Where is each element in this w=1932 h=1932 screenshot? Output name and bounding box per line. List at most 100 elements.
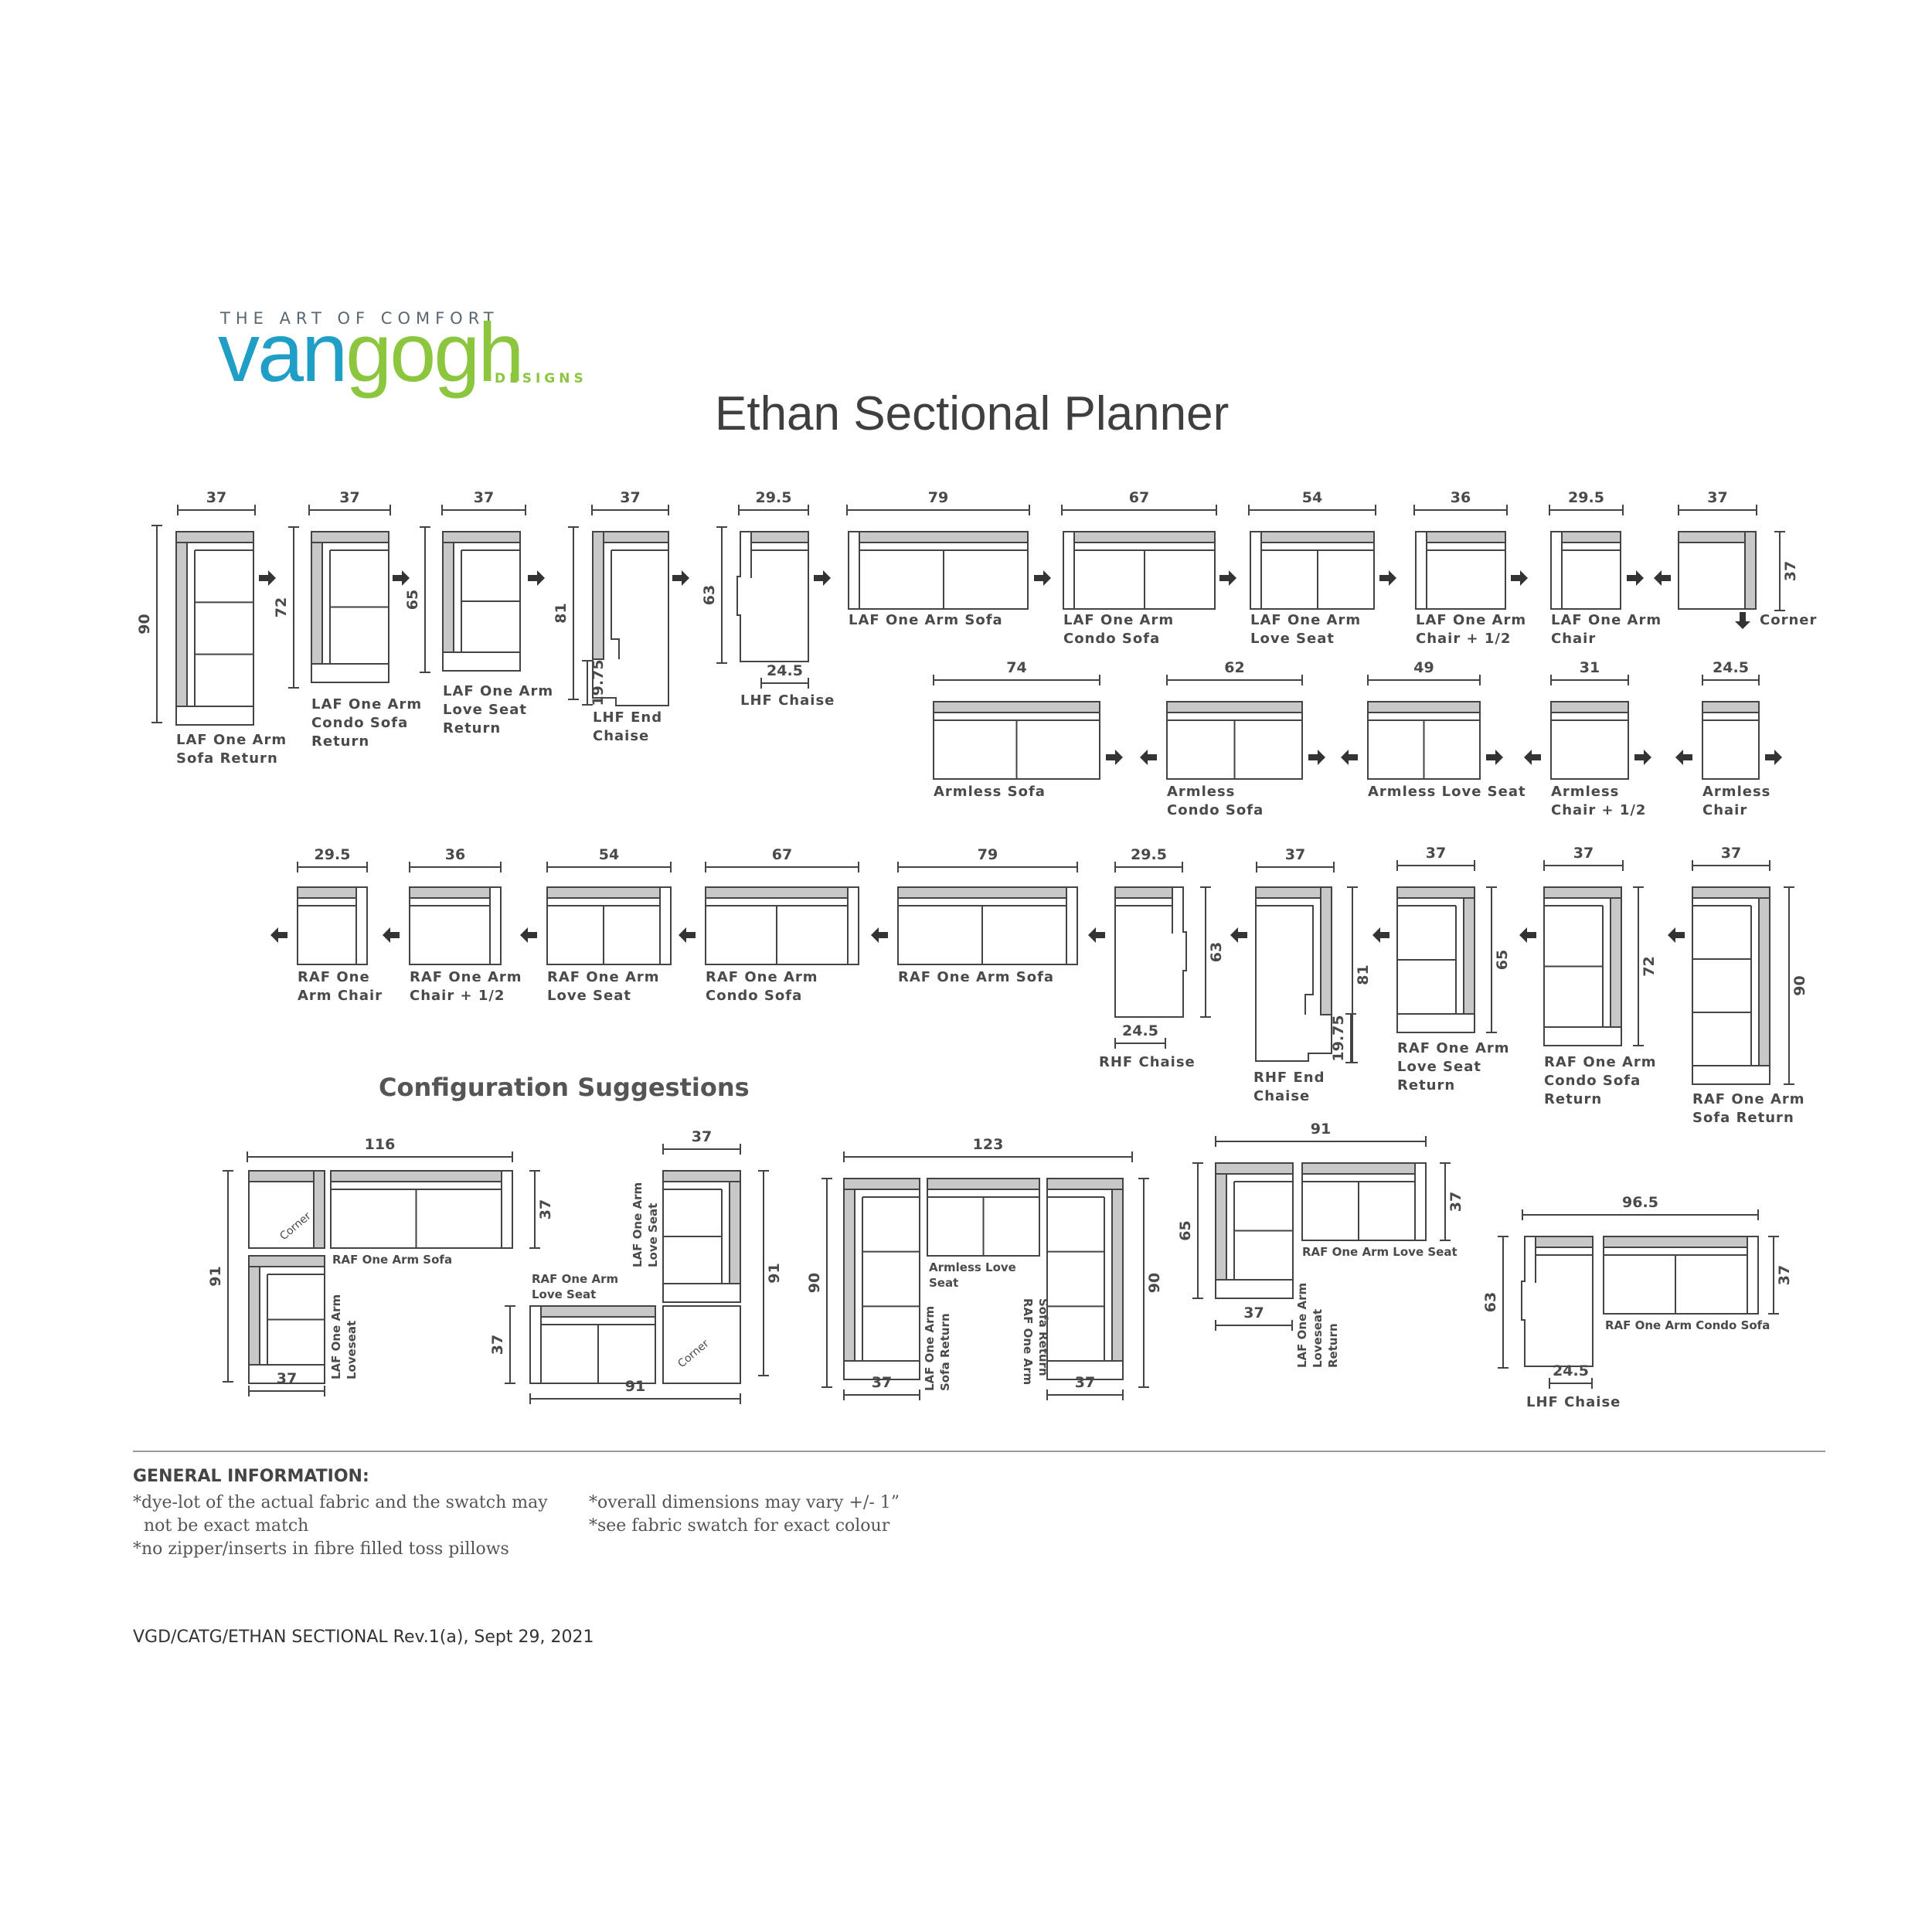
arrow-icon — [1308, 750, 1325, 765]
dimension-label: 29.5 — [315, 846, 351, 863]
piece-outline — [1521, 1236, 1594, 1367]
dimension-label: 90 — [806, 1273, 823, 1293]
general-information-heading: GENERAL INFORMATION: — [133, 1467, 369, 1486]
dimension-label: 24.5 — [1713, 659, 1749, 676]
arm — [843, 1178, 920, 1190]
config-label: Seat — [929, 1276, 958, 1290]
dimension-label: 79 — [978, 846, 998, 863]
dimension-label: 37 — [1573, 845, 1594, 862]
back-cushion — [1561, 531, 1621, 543]
piece-outline — [736, 531, 809, 662]
piece-label: LHF End — [593, 709, 662, 726]
piece-label: RAF One Arm — [410, 969, 522, 985]
revision-note: VGD/CATG/ETHAN SECTIONAL Rev.1(a), Sept … — [133, 1628, 594, 1647]
dimension-label: 37 — [692, 1128, 712, 1145]
arm — [1396, 886, 1475, 899]
dimension-label: 49 — [1413, 659, 1434, 676]
arrow-icon — [1230, 927, 1247, 943]
arrow-icon — [1106, 750, 1123, 765]
dimension-label: 37 — [277, 1370, 297, 1387]
arrow-icon — [672, 570, 689, 586]
config-label: Sofa Return — [938, 1313, 952, 1391]
piece-label: Chair + 1/2 — [410, 988, 505, 1004]
piece-label: Condo Sofa — [1167, 802, 1264, 818]
dimension-label: 63 — [1482, 1292, 1499, 1312]
config-label: RAF One Arm Love Seat — [1302, 1245, 1458, 1259]
arm — [1550, 531, 1563, 610]
piece-label: Corner — [1760, 612, 1817, 628]
piece-label: LHF Chaise — [740, 692, 835, 709]
config-label: Loveseat — [345, 1321, 359, 1379]
back-cushion — [540, 1305, 656, 1318]
arrow-icon — [528, 570, 545, 586]
piece-label: Arm Chair — [298, 988, 383, 1004]
arm — [1063, 531, 1075, 610]
arrow-icon — [1519, 927, 1536, 943]
back-cushion — [729, 1170, 741, 1284]
dimension-label: 37 — [206, 489, 226, 506]
back-cushion — [1535, 1236, 1594, 1248]
arm — [1066, 886, 1078, 965]
back-cushion — [409, 886, 491, 899]
back-cushion — [1215, 1162, 1227, 1281]
dimension-label: 54 — [1302, 489, 1322, 506]
dimension-label: 37 — [1447, 1192, 1464, 1212]
general-note-1b: not be exact match — [133, 1516, 309, 1536]
dimension-label: 37 — [1707, 489, 1727, 506]
back-cushion — [442, 531, 454, 653]
piece-label: Sofa Return — [176, 750, 278, 767]
dimension-label: 37 — [1782, 561, 1799, 581]
arrow-icon — [1634, 750, 1651, 765]
piece-label: RAF One Arm — [547, 969, 660, 985]
back-cushion — [1702, 701, 1760, 713]
back-cushion — [311, 531, 323, 665]
back-cushion — [1260, 531, 1375, 543]
back-cushion — [927, 1178, 1040, 1190]
dimension-label: 91 — [1311, 1121, 1331, 1138]
piece-label: Armless Love Seat — [1368, 784, 1526, 800]
arrow-icon — [1486, 750, 1503, 765]
back-cushion — [1301, 1162, 1416, 1175]
arrow-icon — [1668, 927, 1685, 943]
back-cushion — [248, 1255, 260, 1366]
arrow-icon — [814, 570, 831, 586]
config-label: RAF One Arm Sofa — [332, 1253, 452, 1267]
back-cushion — [859, 531, 1029, 543]
corner-outline — [662, 1305, 741, 1384]
dimension-label: 116 — [365, 1136, 396, 1153]
arm — [311, 531, 389, 543]
logo-wordmark: vangogh — [218, 305, 524, 399]
config-label: LAF One Arm — [631, 1182, 645, 1267]
dimension-label: 72 — [273, 597, 290, 617]
config-label: LHF Chaise — [1526, 1394, 1621, 1410]
arm — [489, 886, 502, 965]
dimension-label: 31 — [1580, 659, 1600, 676]
arrow-icon — [679, 927, 696, 943]
dimension-label: 29.5 — [1131, 846, 1167, 863]
dimension-label: 29.5 — [756, 489, 792, 506]
piece-label: Chaise — [1253, 1088, 1310, 1104]
arm — [1414, 1162, 1427, 1241]
arrow-icon — [1034, 570, 1051, 586]
piece-label: LAF One Arm — [1551, 612, 1662, 628]
piece-label: LAF One Arm — [1416, 612, 1526, 628]
piece-label: Armless — [1551, 784, 1619, 800]
dimension-label: 81 — [553, 603, 570, 623]
arrow-icon — [393, 570, 410, 586]
back-cushion — [1550, 701, 1629, 713]
dimension-label: 37 — [339, 489, 359, 506]
config-label: Armless Love — [929, 1260, 1016, 1274]
piece-label: RAF One — [298, 969, 370, 985]
back-cushion — [313, 1170, 325, 1249]
piece-label: Return — [443, 720, 501, 736]
dimension-label: 24.5 — [1553, 1362, 1589, 1379]
piece-label: Condo Sofa — [311, 715, 408, 731]
dimension-label: 65 — [1177, 1220, 1194, 1240]
piece-label: LAF One Arm — [176, 732, 287, 748]
logo-tagline: THE ART OF COMFORT — [220, 309, 499, 328]
piece-label: Armless — [1167, 784, 1235, 800]
config-label: LAF One Arm — [329, 1294, 343, 1379]
config-label: Love Seat — [646, 1203, 660, 1267]
dimension-label: 96.5 — [1622, 1194, 1658, 1211]
dimension-label: 37 — [1075, 1374, 1095, 1391]
